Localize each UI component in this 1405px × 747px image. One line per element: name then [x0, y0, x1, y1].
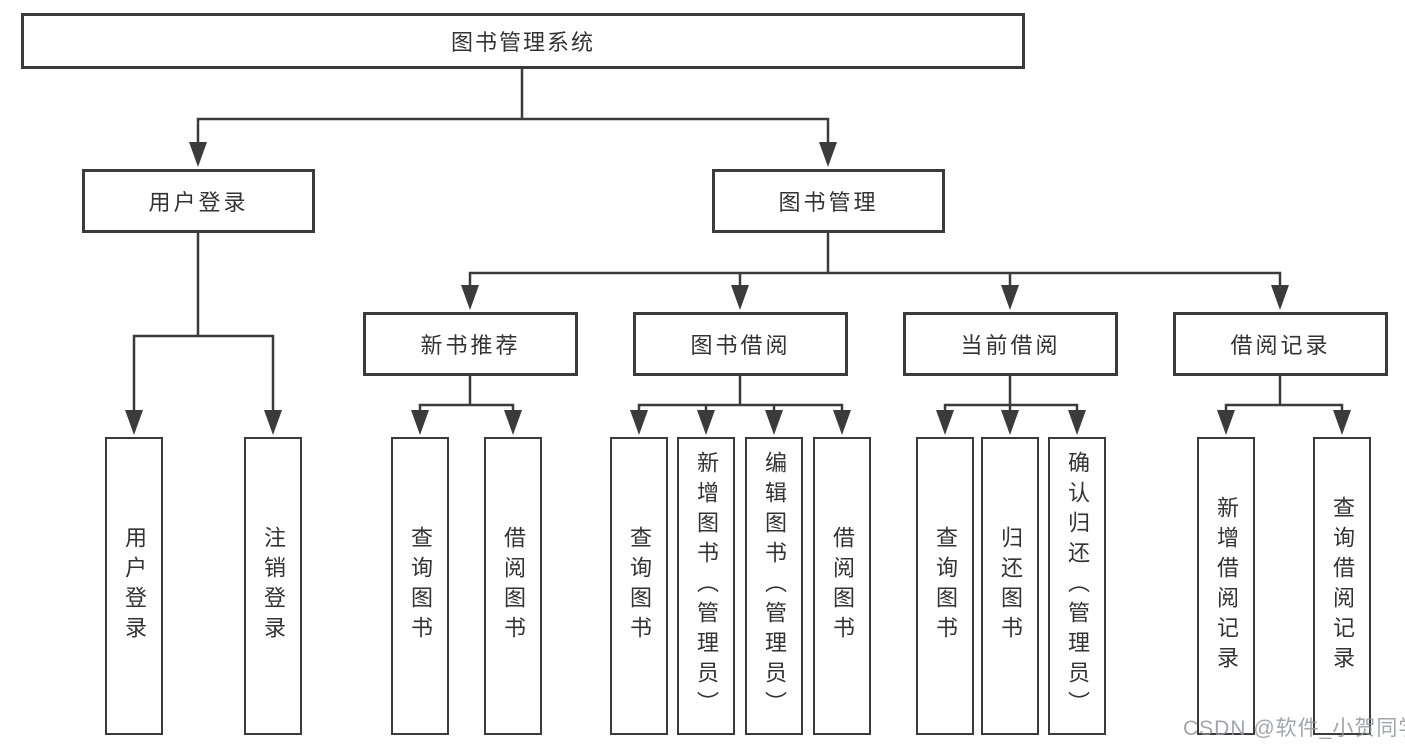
node-label: 查询图书: [408, 526, 433, 646]
node-label: 查询图书: [627, 526, 652, 646]
node-query-borrow-record: 查询借阅记录: [1313, 437, 1371, 735]
node-label: 借阅图书: [830, 526, 855, 646]
node-book-management: 图书管理: [712, 169, 945, 233]
node-query-books-borrow: 查询图书: [610, 437, 668, 735]
node-book-borrowing: 图书借阅: [633, 312, 848, 376]
node-label: 新增借阅记录: [1214, 496, 1239, 676]
node-label: 新增图书（管理员）: [694, 451, 719, 721]
connector-paths: [132, 67, 1344, 415]
node-label: 借阅图书: [501, 526, 526, 646]
node-borrow-books-recommend: 借阅图书: [484, 437, 542, 735]
node-label: 用户登录: [122, 526, 147, 646]
node-label: 图书管理系统: [450, 30, 595, 55]
node-new-book-recommendation: 新书推荐: [363, 312, 578, 376]
node-current-borrowing: 当前借阅: [903, 312, 1118, 376]
node-label: 注销登录: [261, 526, 286, 646]
node-label: 借阅记录: [1230, 333, 1331, 358]
node-label: 查询图书: [933, 526, 958, 646]
node-query-books-current: 查询图书: [916, 437, 974, 735]
node-query-books-recommend: 查询图书: [391, 437, 449, 735]
node-label: 确认归还（管理员）: [1065, 451, 1090, 721]
node-label: 归还图书: [998, 526, 1023, 646]
node-label: 编辑图书（管理员）: [762, 451, 787, 721]
node-label: 查询借阅记录: [1330, 496, 1355, 676]
node-borrowing-records: 借阅记录: [1173, 312, 1388, 376]
node-add-borrow-record: 新增借阅记录: [1197, 437, 1255, 735]
node-confirm-return-admin: 确认归还（管理员）: [1048, 437, 1106, 735]
node-user-login-group: 用户登录: [82, 169, 315, 233]
node-label: 用户登录: [148, 190, 249, 215]
node-borrow-books-borrow: 借阅图书: [813, 437, 871, 735]
node-label: 当前借阅: [960, 333, 1061, 358]
node-library-management-system: 图书管理系统: [21, 13, 1025, 69]
arrowheads: [125, 142, 1351, 435]
node-logout-login: 注销登录: [244, 437, 302, 735]
node-label: 图书借阅: [690, 333, 791, 358]
watermark: CSDN @软件_小贺同学: [1183, 717, 1405, 740]
node-label: 图书管理: [778, 190, 879, 215]
node-add-book-admin: 新增图书（管理员）: [677, 437, 735, 735]
node-user-login: 用户登录: [105, 437, 163, 735]
node-return-books: 归还图书: [981, 437, 1039, 735]
node-label: 新书推荐: [420, 333, 521, 358]
node-edit-book-admin: 编辑图书（管理员）: [745, 437, 803, 735]
